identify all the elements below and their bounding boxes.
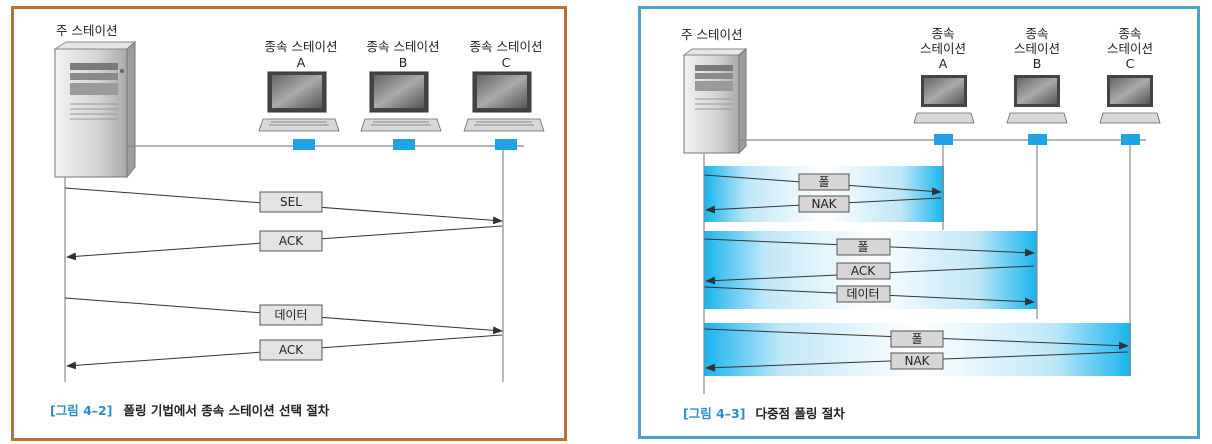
slave-b-computer-icon <box>360 71 442 132</box>
slave-b-letter: B <box>1033 56 1042 71</box>
master-station-label: 주 스테이션 <box>56 23 117 38</box>
master-station-computer-icon <box>682 47 748 155</box>
slave-c-line1: 종속 <box>1118 26 1141 41</box>
poll-group-c: 폴 NAK <box>703 323 1131 376</box>
figure-4-2-panel: 주 스테이션 종속 스테이션 A <box>11 6 567 441</box>
slave-c-computer-icon <box>463 71 545 132</box>
slave-c-computer-icon <box>1099 75 1161 124</box>
group-c-poll-label: 폴 <box>911 332 922 346</box>
figure-4-3-panel: 주 스테이션 종속 스테이션 A 종속 스테이션 B <box>638 6 1200 439</box>
slave-a-computer-icon <box>258 71 340 132</box>
figure-4-2-title: 폴링 기법에서 종속 스테이션 선택 절차 <box>124 403 330 418</box>
slave-station-a: 종속 스테이션 A <box>913 26 975 145</box>
slave-a-letter: A <box>297 55 306 70</box>
message-ack-2-label: ACK <box>279 343 304 357</box>
slave-b-node <box>393 139 415 150</box>
slave-station-b: 종속 스테이션 B <box>1006 26 1068 145</box>
figure-4-3-title: 다중점 폴링 절차 <box>756 406 846 421</box>
group-b-data-label: 데이터 <box>846 287 879 301</box>
slave-station-c: 종속 스테이션 C <box>463 39 545 150</box>
slave-a-computer-icon <box>913 75 975 124</box>
figure-4-2-tag: [그림 4–2] <box>50 403 112 418</box>
figure-4-3-tag: [그림 4–3] <box>683 406 745 421</box>
slave-a-line1: 종속 <box>931 26 954 41</box>
slave-c-node <box>495 139 517 150</box>
slave-b-node <box>1028 134 1047 145</box>
group-a-nak-label: NAK <box>811 197 837 211</box>
slave-b-computer-icon <box>1006 75 1068 124</box>
master-station-label: 주 스테이션 <box>681 27 742 42</box>
figure-4-2-caption: [그림 4–2] 폴링 기법에서 종속 스테이션 선택 절차 <box>50 400 330 419</box>
slave-b-line1: 종속 <box>1025 26 1048 41</box>
slave-a-node <box>934 134 953 145</box>
message-data: 데이터 <box>64 297 503 335</box>
slave-c-letter: C <box>1126 56 1135 71</box>
message-ack-1-label: ACK <box>279 234 304 248</box>
poll-group-b: 폴 ACK 데이터 <box>703 231 1037 309</box>
figure-4-2-diagram: 주 스테이션 종속 스테이션 A <box>50 23 545 419</box>
slave-station-b: 종속 스테이션 B <box>360 39 442 150</box>
group-b-ack-label: ACK <box>851 264 876 278</box>
figure-4-3-caption: [그림 4–3] 다중점 폴링 절차 <box>683 403 845 422</box>
group-c-nak-label: NAK <box>904 354 930 368</box>
slave-c-line2: 스테이션 <box>1107 41 1153 56</box>
master-station-computer-icon <box>53 40 137 179</box>
figure-4-3-diagram: 주 스테이션 종속 스테이션 A 종속 스테이션 B <box>681 26 1161 422</box>
message-ack-1: ACK <box>66 225 503 261</box>
slave-c-node <box>1121 134 1140 145</box>
slave-a-line2: 스테이션 <box>920 41 966 56</box>
slave-b-letter: B <box>399 55 408 70</box>
slave-a-label: 종속 스테이션 <box>265 39 338 54</box>
group-b-poll-label: 폴 <box>857 240 868 254</box>
message-sel: SEL <box>64 187 503 225</box>
poll-group-a: 폴 NAK <box>703 166 944 222</box>
message-data-label: 데이터 <box>274 308 307 322</box>
message-ack-2: ACK <box>66 334 503 370</box>
slave-station-a: 종속 스테이션 A <box>258 39 340 150</box>
group-a-poll-label: 폴 <box>818 175 829 189</box>
slave-c-label: 종속 스테이션 <box>470 39 543 54</box>
slave-a-node <box>293 139 315 150</box>
slave-b-label: 종속 스테이션 <box>367 39 440 54</box>
message-sel-label: SEL <box>280 195 302 209</box>
slave-station-c: 종속 스테이션 C <box>1099 26 1161 145</box>
slave-a-letter: A <box>939 56 948 71</box>
slave-c-letter: C <box>502 55 511 70</box>
slave-b-line2: 스테이션 <box>1014 41 1060 56</box>
